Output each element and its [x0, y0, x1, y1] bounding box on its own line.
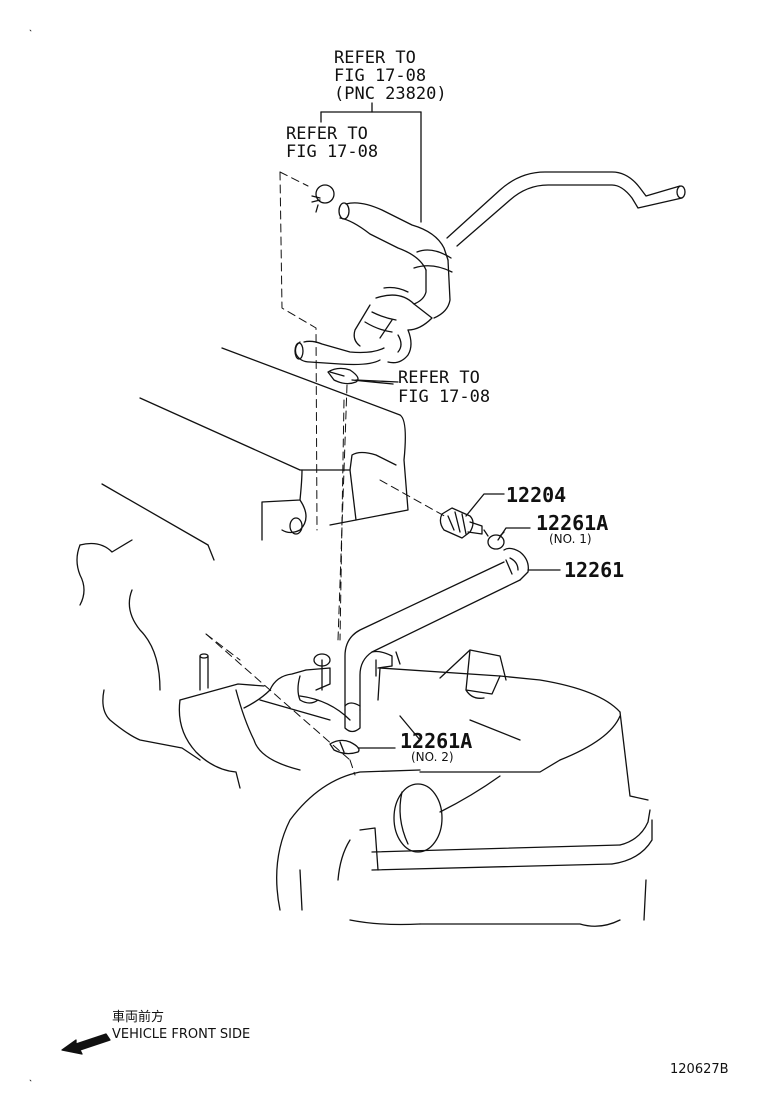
clamp-no2-icon [329, 739, 360, 755]
dashed-guide-lines [205, 171, 449, 776]
clamp-icon [327, 367, 399, 385]
figure-code: 120627B [670, 1062, 729, 1077]
front-direction-arrow-icon [61, 1033, 111, 1055]
upper-hose-assembly [294, 171, 686, 366]
part-sub-no2: (NO. 2) [411, 750, 454, 764]
refer-upper-line2: FIG 17-08 [286, 142, 379, 162]
part-sub-no1: (NO. 1) [549, 532, 592, 546]
clamp-icon [311, 184, 335, 213]
clamp-no1-icon [483, 529, 505, 550]
refer-pnc-line3: (PNC 23820) [334, 84, 447, 104]
refer-upper-line1: REFER TO [286, 124, 368, 144]
refer-pnc-line2: FIG 17-08 [334, 66, 427, 86]
refer-pnc-line1: REFER TO [334, 48, 416, 68]
orientation-japanese: 車両前方 [112, 1010, 165, 1025]
part-number-12261a-no2: 12261A [400, 729, 473, 753]
part-number-12261: 12261 [564, 558, 625, 582]
part-number-12204: 12204 [506, 483, 567, 507]
leader-lines [351, 379, 561, 749]
refer-clamp-line2: FIG 17-08 [398, 387, 491, 407]
engine-outline [76, 347, 653, 927]
pnc-reference-bracket [320, 102, 422, 223]
refer-clamp-line1: REFER TO [398, 368, 480, 388]
ventilation-hose [344, 547, 529, 733]
corner-marks [29, 29, 32, 1082]
part-number-12261a-no1: 12261A [536, 511, 609, 535]
orientation-english: VEHICLE FRONT SIDE [112, 1027, 251, 1042]
pcv-valve-icon [439, 507, 483, 539]
